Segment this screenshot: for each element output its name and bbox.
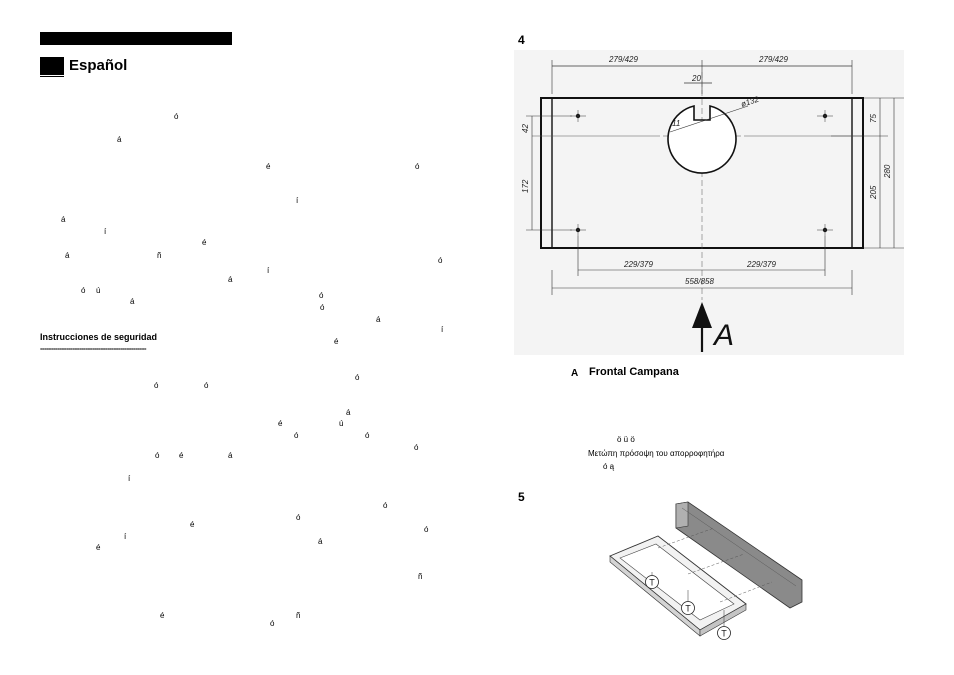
figure-5-drawing: T T T: [609, 501, 803, 640]
text-glyph: í: [267, 266, 270, 275]
text-glyph: é: [266, 162, 271, 171]
text-glyph: ó: [270, 619, 275, 628]
header-bar: [40, 32, 234, 45]
section-rule: ----------------------------------------…: [40, 344, 147, 353]
text-glyph: ó: [294, 431, 299, 440]
dim-right-mid: 205: [869, 185, 878, 200]
language-heading: Español: [69, 57, 128, 74]
dim-bottom-total: 558/858: [685, 277, 714, 286]
dim-right-total: 280: [883, 164, 892, 179]
top-dimension-lines: [552, 65, 852, 84]
screw-crosshairs: [570, 110, 833, 236]
text-glyph: é: [334, 337, 339, 346]
text-glyph: ú: [339, 419, 344, 428]
figure-4-number: 4: [518, 33, 525, 47]
text-glyph: í: [124, 532, 127, 541]
dim-right-small: 75: [869, 114, 878, 123]
text-glyph: á: [318, 537, 323, 546]
text-glyph: é: [96, 543, 101, 552]
dim-left-large: 172: [521, 179, 530, 193]
dim-hole-gap: 11: [672, 119, 680, 128]
figure-5-number: 5: [518, 490, 525, 504]
base-frame-edge-right: [699, 603, 747, 637]
text-glyph: á: [65, 251, 70, 260]
front-panel-groove: [681, 507, 797, 587]
dim-top-right: 279/429: [758, 55, 788, 64]
language-marker-box: [40, 57, 64, 75]
text-glyph: ó: [438, 256, 443, 265]
text-glyph: á: [130, 297, 135, 306]
text-glyph: é: [278, 419, 283, 428]
hole-diameter-leader: [669, 105, 749, 133]
front-arrow-head: [692, 302, 712, 328]
text-glyph: ó: [414, 443, 419, 452]
callout-t-3-label: T: [721, 629, 727, 639]
front-panel-end: [675, 501, 689, 529]
text-glyph: ó: [81, 286, 86, 295]
figure-4-background: [514, 50, 904, 355]
text-glyph: í: [441, 325, 444, 334]
dim-bottom-right: 229/379: [746, 260, 776, 269]
bottom-dimension-lines: [552, 236, 852, 289]
figure-4-drawing: 279/429 279/429 20 ø132 11 42 172: [514, 50, 904, 355]
text-glyph: ó: [204, 381, 209, 390]
caption-fragment-1: ö ü ö: [617, 435, 635, 444]
text-glyph: ñ: [296, 611, 301, 620]
text-glyph: ñ: [157, 251, 162, 260]
assembly-lines: [657, 527, 773, 603]
text-glyph: ó: [155, 451, 160, 460]
right-dimension-lines: [831, 98, 895, 248]
text-glyph: ó: [320, 303, 325, 312]
dim-left-small: 42: [521, 124, 530, 133]
text-glyph: é: [190, 520, 195, 529]
text-glyph: á: [61, 215, 66, 224]
text-glyph: é: [160, 611, 165, 620]
text-glyph: é: [202, 238, 207, 247]
text-glyph: ú: [96, 286, 101, 295]
caption-fragment-2: ó ą: [603, 462, 615, 471]
text-glyph: ó: [319, 291, 324, 300]
text-glyph: ñ: [418, 572, 423, 581]
text-glyph: ó: [415, 162, 420, 171]
front-arrow-label: A: [712, 319, 734, 352]
text-glyph: í: [296, 196, 299, 205]
text-glyph: á: [228, 451, 233, 460]
callout-t-3: T: [717, 610, 731, 640]
callout-t-1-label: T: [649, 578, 655, 588]
header-bar-notch: [232, 32, 234, 45]
left-dimension-lines: [526, 115, 572, 231]
text-glyph: ó: [174, 112, 179, 121]
section-title: Instrucciones de seguridad: [40, 332, 158, 342]
callout-t-2-label: T: [685, 604, 691, 614]
text-glyph: á: [228, 275, 233, 284]
text-glyph: ó: [154, 381, 159, 390]
callout-t-1: T: [645, 572, 659, 589]
caption-text: Frontal Campana: [589, 366, 679, 378]
text-glyph: ó: [424, 525, 429, 534]
text-glyph: á: [346, 408, 351, 417]
text-glyph: á: [376, 315, 381, 324]
dim-top-left: 279/429: [608, 55, 638, 64]
callout-t-2: T: [681, 590, 695, 615]
caption-key: A: [571, 368, 579, 379]
duct-hole: [667, 104, 737, 174]
language-marker-underline: [40, 76, 64, 77]
dim-hole-offset: 20: [691, 74, 701, 83]
text-glyph: ó: [355, 373, 360, 382]
text-glyph: ó: [296, 513, 301, 522]
dim-bottom-left: 229/379: [623, 260, 653, 269]
text-glyph: á: [117, 135, 122, 144]
text-glyph: é: [179, 451, 184, 460]
text-glyph: í: [104, 227, 107, 236]
text-glyph: í: [128, 474, 131, 483]
text-glyph: ó: [383, 501, 388, 510]
text-glyph: ó: [365, 431, 370, 440]
caption-greek: Μετώπη πρόσοψη του απορροφητήρα: [588, 449, 725, 458]
base-frame-inner: [619, 543, 735, 621]
